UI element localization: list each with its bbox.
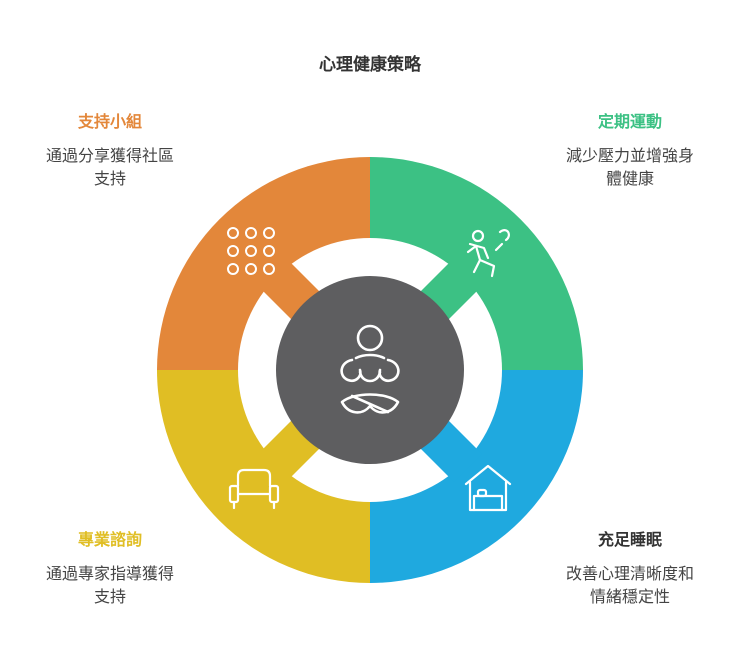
support-group-label: 支持小組	[77, 112, 142, 131]
adequate-sleep-description-line-2: 情緒穩定性	[589, 587, 670, 606]
professional-counseling-description: 通過專家指導獲得 支持	[20, 562, 200, 608]
adequate-sleep-label: 充足睡眠	[597, 530, 662, 549]
center-circle	[276, 276, 464, 464]
support-group-description-line-2: 支持	[93, 169, 126, 188]
professional-counseling-label: 專業諮詢	[77, 530, 142, 549]
diagram-title: 心理健康策略	[319, 55, 421, 75]
regular-exercise-description-line-1: 減少壓力並增強身	[565, 146, 694, 165]
support-group-description: 通過分享獲得社區 支持	[20, 144, 200, 190]
regular-exercise-description-line-2: 體健康	[605, 169, 654, 188]
adequate-sleep-description: 改善心理清晰度和 情緒穩定性	[540, 562, 720, 608]
professional-counseling-description-line-1: 通過專家指導獲得	[45, 564, 174, 583]
armchair-icon	[228, 468, 280, 510]
dots-grid-icon	[227, 227, 275, 275]
meditation-icon	[340, 324, 400, 414]
house-bed-icon	[464, 464, 512, 512]
regular-exercise-label: 定期運動	[597, 112, 662, 131]
running-person-icon	[466, 229, 510, 278]
professional-counseling-description-line-2: 支持	[93, 587, 126, 606]
regular-exercise-description: 減少壓力並增強身 體健康	[540, 144, 720, 190]
adequate-sleep-description-line-1: 改善心理清晰度和	[565, 564, 694, 583]
support-group-description-line-1: 通過分享獲得社區	[45, 146, 174, 165]
